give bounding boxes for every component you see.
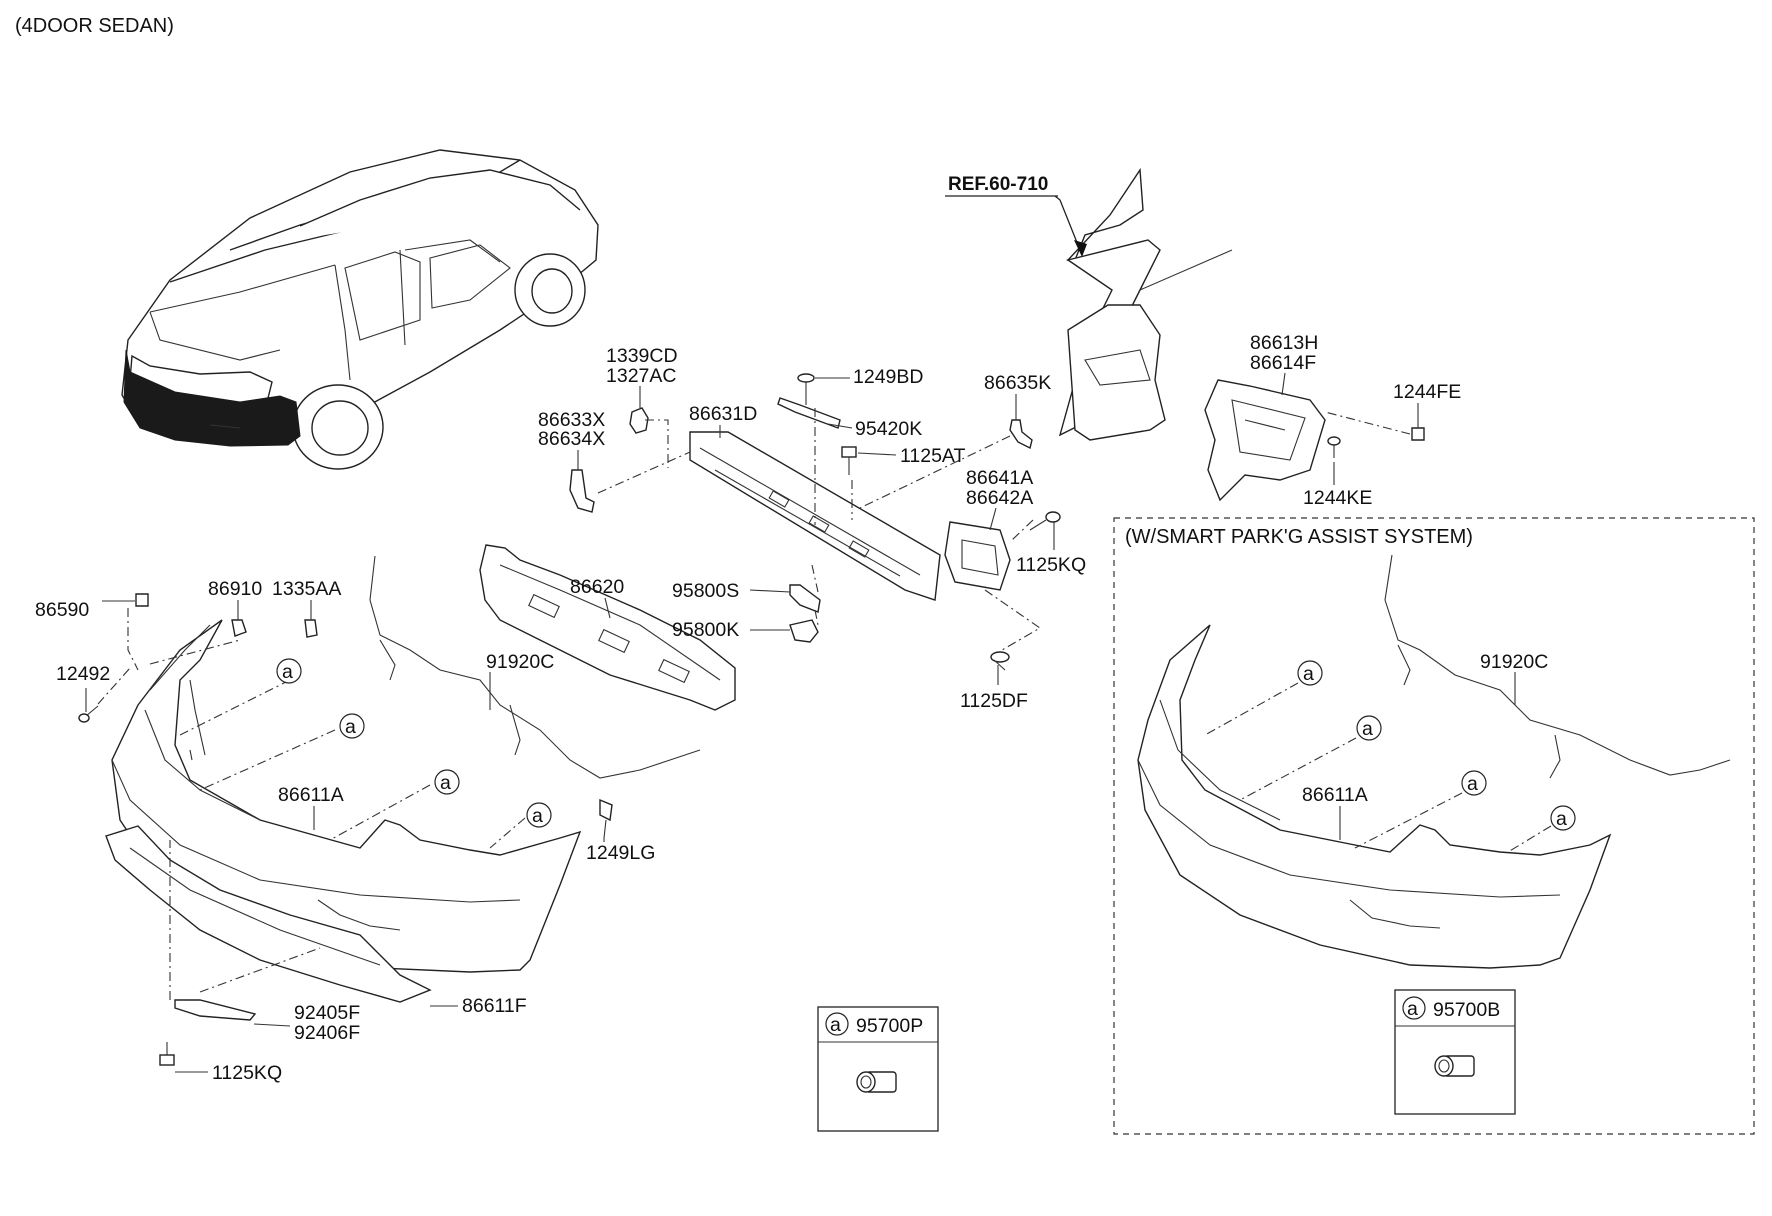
label-95700P: 95700P [856,1015,923,1037]
clip-1335AA [304,619,318,638]
label-91920C: 91920C [486,651,554,673]
label-92406F: 92406F [294,1022,360,1044]
label-86611F: 86611F [462,995,527,1017]
label-86641A: 86641A [966,467,1033,489]
wiring-91920C [369,555,701,779]
label-1249BD: 1249BD [853,366,923,388]
clip-86590 [135,593,149,607]
screw-12492 [78,705,99,723]
callout-a-opt-2: a [1356,715,1382,741]
sensor-box-95700P: a 95700P [817,1006,939,1132]
label-1125KQ-upper: 1125KQ [1016,554,1086,576]
label-86633X: 86633X [538,409,605,431]
bolt-1125KQ-upper [1029,511,1061,531]
bolt-1249BD [797,373,815,405]
label-1125KQ-lower: 1125KQ [212,1062,282,1084]
callout-a-2: a [339,713,365,739]
label-86634X: 86634X [538,428,605,450]
lower-trim-86611F [105,825,432,1003]
bolt-1125DF [990,651,1010,671]
label-1244FE: 1244FE [1393,381,1461,403]
reflector-92405F [174,999,257,1021]
side-bracket-86613H [1204,379,1326,502]
label-1339CD: 1339CD [606,345,678,367]
bracket-86635K [1009,419,1033,450]
label-95800S: 95800S [672,580,739,602]
label-1244KE: 1244KE [1303,487,1372,509]
clip-86910 [231,619,247,637]
label-86611A: 86611A [278,784,344,806]
bracket-95800S [789,584,821,613]
svg-text:a: a [1303,663,1314,685]
screw-1244KE [1327,436,1341,458]
label-86642A: 86642A [966,487,1033,509]
label-1125DF: 1125DF [960,690,1028,712]
label-1335AA: 1335AA [272,578,341,600]
callout-a-opt-4: a [1550,805,1576,831]
label-1125AT: 1125AT [900,445,965,467]
label-92405F: 92405F [294,1002,360,1024]
callout-a-1: a [276,658,302,684]
bracket-95800K [789,619,819,643]
wiring-91920C-opt [1384,554,1731,776]
ref-panel-60-710 [1058,167,1233,441]
clip-95420K [777,397,841,429]
callout-a-opt-3: a [1461,770,1487,796]
screw-1249LG [599,798,613,839]
optional-group-title: (W/SMART PARK'G ASSIST SYSTEM) [1125,526,1473,548]
optional-group-smart-parking: (W/SMART PARK'G ASSIST SYSTEM) a a a [1113,517,1755,1135]
bolt-1125AT [841,446,857,475]
variant-title: (4DOOR SEDAN) [15,15,174,37]
bracket-86641A [944,521,1011,591]
label-91920C-opt: 91920C [1480,651,1548,673]
label-95800K: 95800K [672,619,739,641]
vehicle-illustration [121,149,599,470]
sensor-icon-opt [1434,1055,1475,1077]
energy-absorber-86620 [479,544,736,711]
label-86910: 86910 [208,578,262,600]
label-95420K: 95420K [855,418,922,440]
svg-text:a: a [1362,718,1373,740]
svg-text:a: a [830,1014,841,1036]
label-86614F: 86614F [1250,352,1316,374]
svg-text:a: a [532,805,543,827]
ref-label: REF.60-710 [948,174,1048,195]
label-86635K: 86635K [984,372,1051,394]
label-86611A-opt: 86611A [1302,784,1368,806]
label-95700B: 95700B [1433,999,1500,1021]
callout-a-3: a [434,769,460,795]
side-bracket-86633X [569,469,595,513]
svg-text:a: a [1556,808,1567,830]
svg-text:a: a [1467,773,1478,795]
label-86613H: 86613H [1250,332,1318,354]
svg-text:a: a [440,772,451,794]
label-86631D: 86631D [689,403,757,425]
svg-text:a: a [345,716,356,738]
callout-a-4: a [526,802,552,828]
label-1249LG: 1249LG [586,842,655,864]
label-12492: 12492 [56,663,110,685]
sensor-box-95700B: a 95700B [1394,989,1516,1115]
svg-text:a: a [1407,998,1418,1020]
bolt-1125KQ-lower [159,1042,175,1066]
sensor-icon [856,1071,897,1093]
label-86620: 86620 [570,576,624,598]
label-86590: 86590 [35,599,89,621]
nut-1339CD [629,407,649,434]
screw-1244FE [1411,427,1425,441]
callout-a-opt-1: a [1297,660,1323,686]
label-1327AC: 1327AC [606,365,676,387]
svg-text:a: a [282,661,293,683]
